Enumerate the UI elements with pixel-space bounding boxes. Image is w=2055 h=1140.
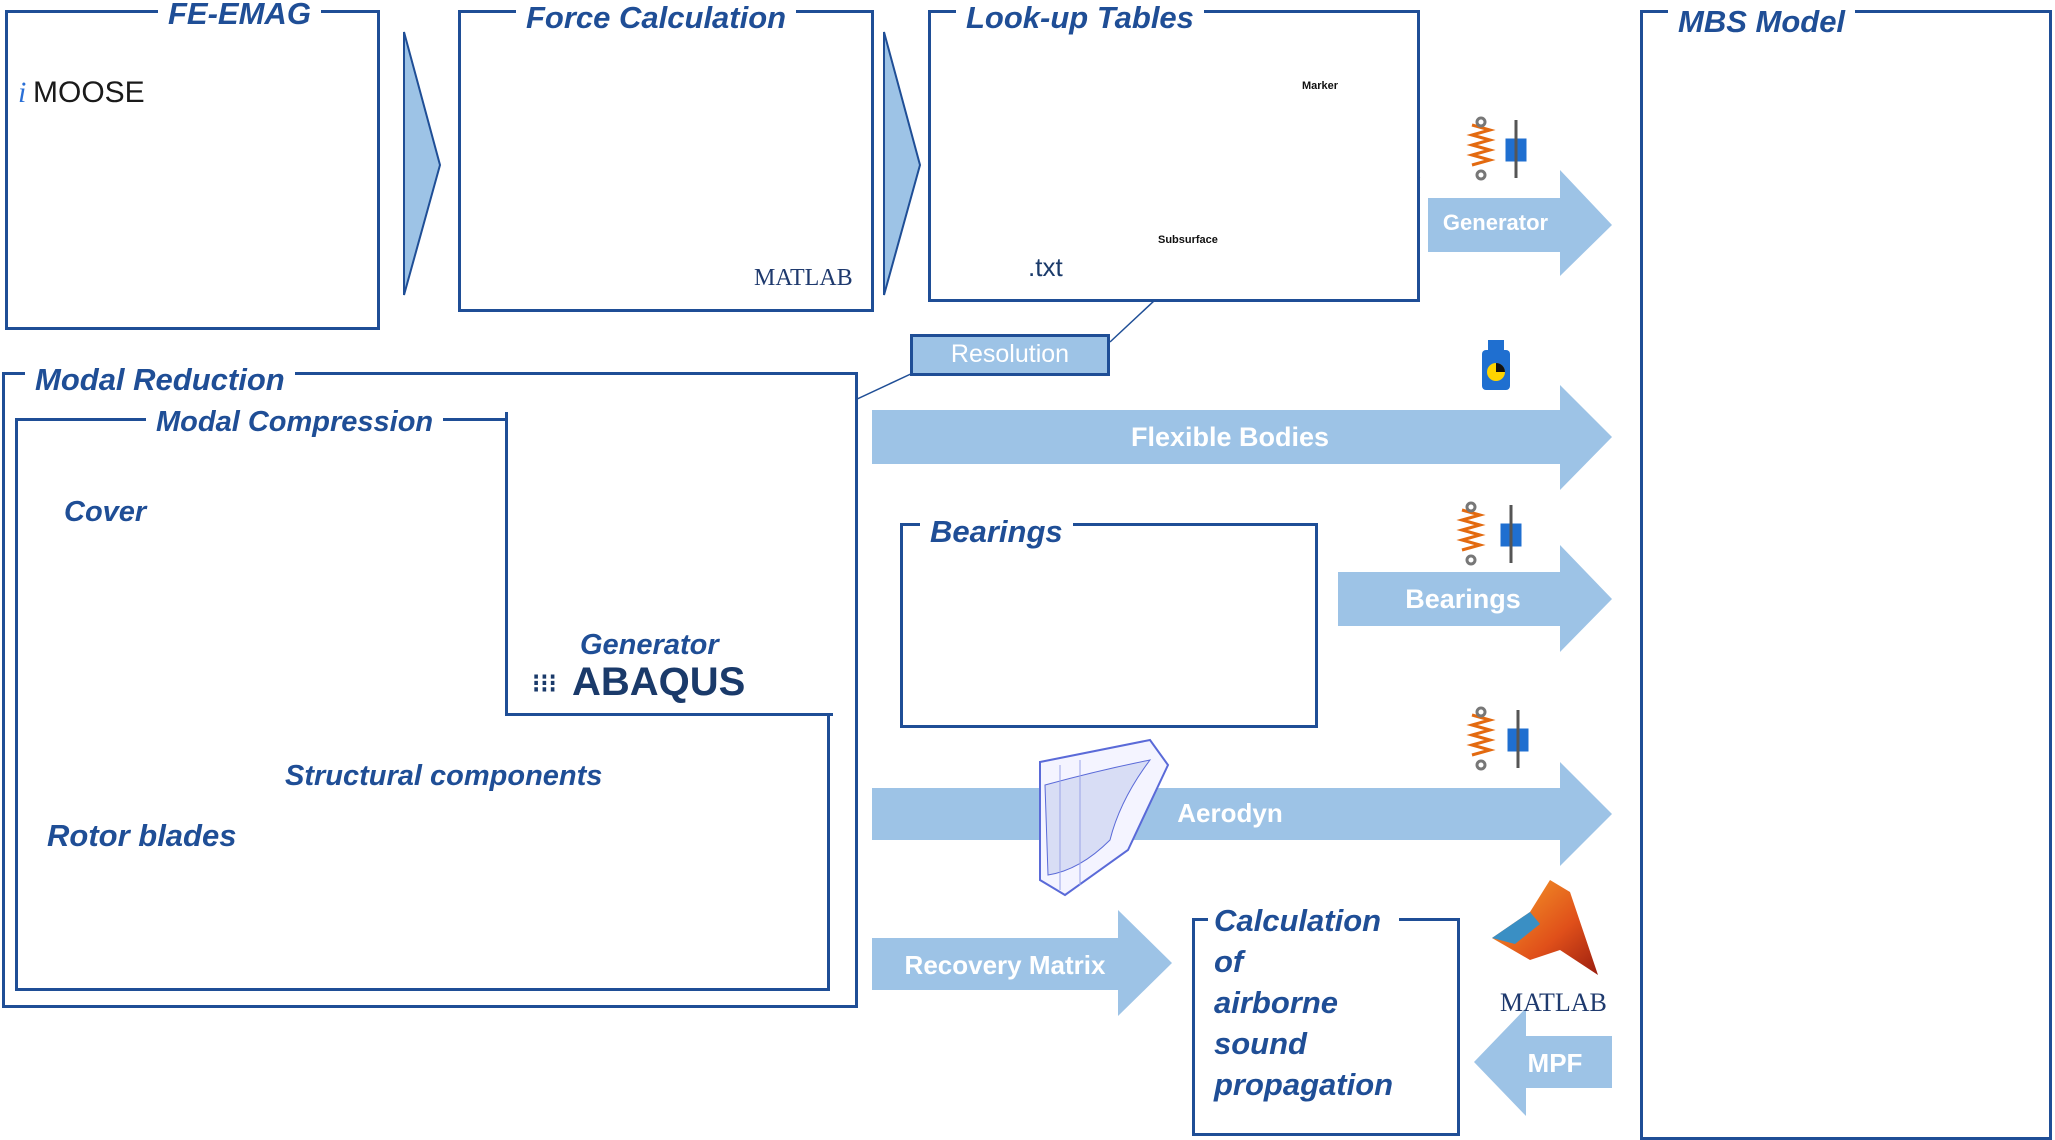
modal-compression-step bbox=[505, 713, 833, 716]
chevron-arrow-2 bbox=[883, 31, 922, 296]
modal-compression-bottom bbox=[15, 988, 830, 991]
mpf-label: MPF bbox=[1527, 1048, 1583, 1078]
resolution-label: Resolution bbox=[950, 340, 1070, 368]
modal-compression-inner-edge bbox=[505, 412, 508, 715]
fe-emag-title: FE-EMAG bbox=[158, 0, 321, 32]
lookup-tables-box bbox=[928, 10, 1420, 302]
sound-propagation-text: Calculation of airborne sound propagatio… bbox=[1208, 900, 1400, 1105]
bearings-arrow-shape bbox=[1338, 545, 1612, 652]
recovery-arrow-shape bbox=[872, 910, 1172, 1016]
recovery-matrix-label: Recovery Matrix bbox=[904, 950, 1106, 980]
sound-line-4: sound bbox=[1214, 1026, 1307, 1061]
fe-emag-box bbox=[5, 10, 380, 330]
bearings-box bbox=[900, 523, 1318, 728]
bearings-arrow-label: Bearings bbox=[1405, 584, 1521, 614]
sound-line-1: Calculation bbox=[1214, 903, 1382, 938]
force-calculation-title: Force Calculation bbox=[516, 0, 797, 36]
rotor-blades-label: Rotor blades bbox=[47, 818, 237, 853]
flexible-bodies-arrow-shape bbox=[872, 385, 1612, 490]
matlab-text-1: MATLAB bbox=[754, 265, 853, 291]
spring-damper-icon-1 bbox=[1466, 116, 1527, 181]
modal-compression-right bbox=[827, 713, 830, 991]
sound-line-3: airborne bbox=[1214, 985, 1339, 1020]
generator-arrow-label: Generator bbox=[1442, 210, 1549, 235]
sound-line-5: propagation bbox=[1214, 1067, 1394, 1102]
imoose-text: MOOSE bbox=[33, 76, 145, 109]
bearings-box-title: Bearings bbox=[920, 514, 1073, 550]
matlab-text-2: MATLAB bbox=[1500, 988, 1607, 1017]
force-calculation-box bbox=[458, 10, 874, 312]
abaqus-icon: ⁝⁝⁝ bbox=[532, 668, 557, 698]
flexible-body-icon bbox=[1482, 340, 1510, 390]
airfoil-segment bbox=[1039, 738, 1170, 897]
simpack-sim: SIM bbox=[1806, 1040, 1863, 1076]
spring-damper-icon-3 bbox=[1466, 706, 1529, 771]
aerodyn-label: Aerodyn bbox=[1177, 798, 1283, 828]
subsurface-label: Subsurface bbox=[1158, 234, 1218, 246]
resolution-box bbox=[910, 334, 1110, 376]
mbs-model-title: MBS Model bbox=[1668, 4, 1856, 40]
imoose-i: i bbox=[18, 76, 27, 109]
cover-label: Cover bbox=[64, 496, 147, 528]
mbs-model-box bbox=[1640, 10, 2052, 1140]
sound-line-2: of bbox=[1214, 944, 1244, 979]
generator-arrow-shape bbox=[1428, 170, 1612, 276]
mpf-arrow-shape bbox=[1474, 1008, 1612, 1116]
modal-reduction-title: Modal Reduction bbox=[25, 362, 295, 398]
lookup-tables-title: Look-up Tables bbox=[956, 0, 1204, 36]
spring-damper-icon-2 bbox=[1456, 501, 1522, 566]
txt-file-label: .txt bbox=[1028, 252, 1063, 282]
generator-part-label: Generator bbox=[580, 629, 719, 661]
chevron-arrow-1 bbox=[403, 31, 442, 296]
matlab-logo-2 bbox=[1492, 880, 1598, 975]
structural-components-label: Structural components bbox=[285, 760, 603, 792]
modal-compression-notch bbox=[505, 412, 845, 715]
abaqus-text: ABAQUS bbox=[572, 660, 746, 704]
marker-label: Marker bbox=[1302, 80, 1339, 92]
flexible-bodies-label: Flexible Bodies bbox=[1130, 422, 1330, 452]
modal-compression-title: Modal Compression bbox=[146, 406, 444, 439]
